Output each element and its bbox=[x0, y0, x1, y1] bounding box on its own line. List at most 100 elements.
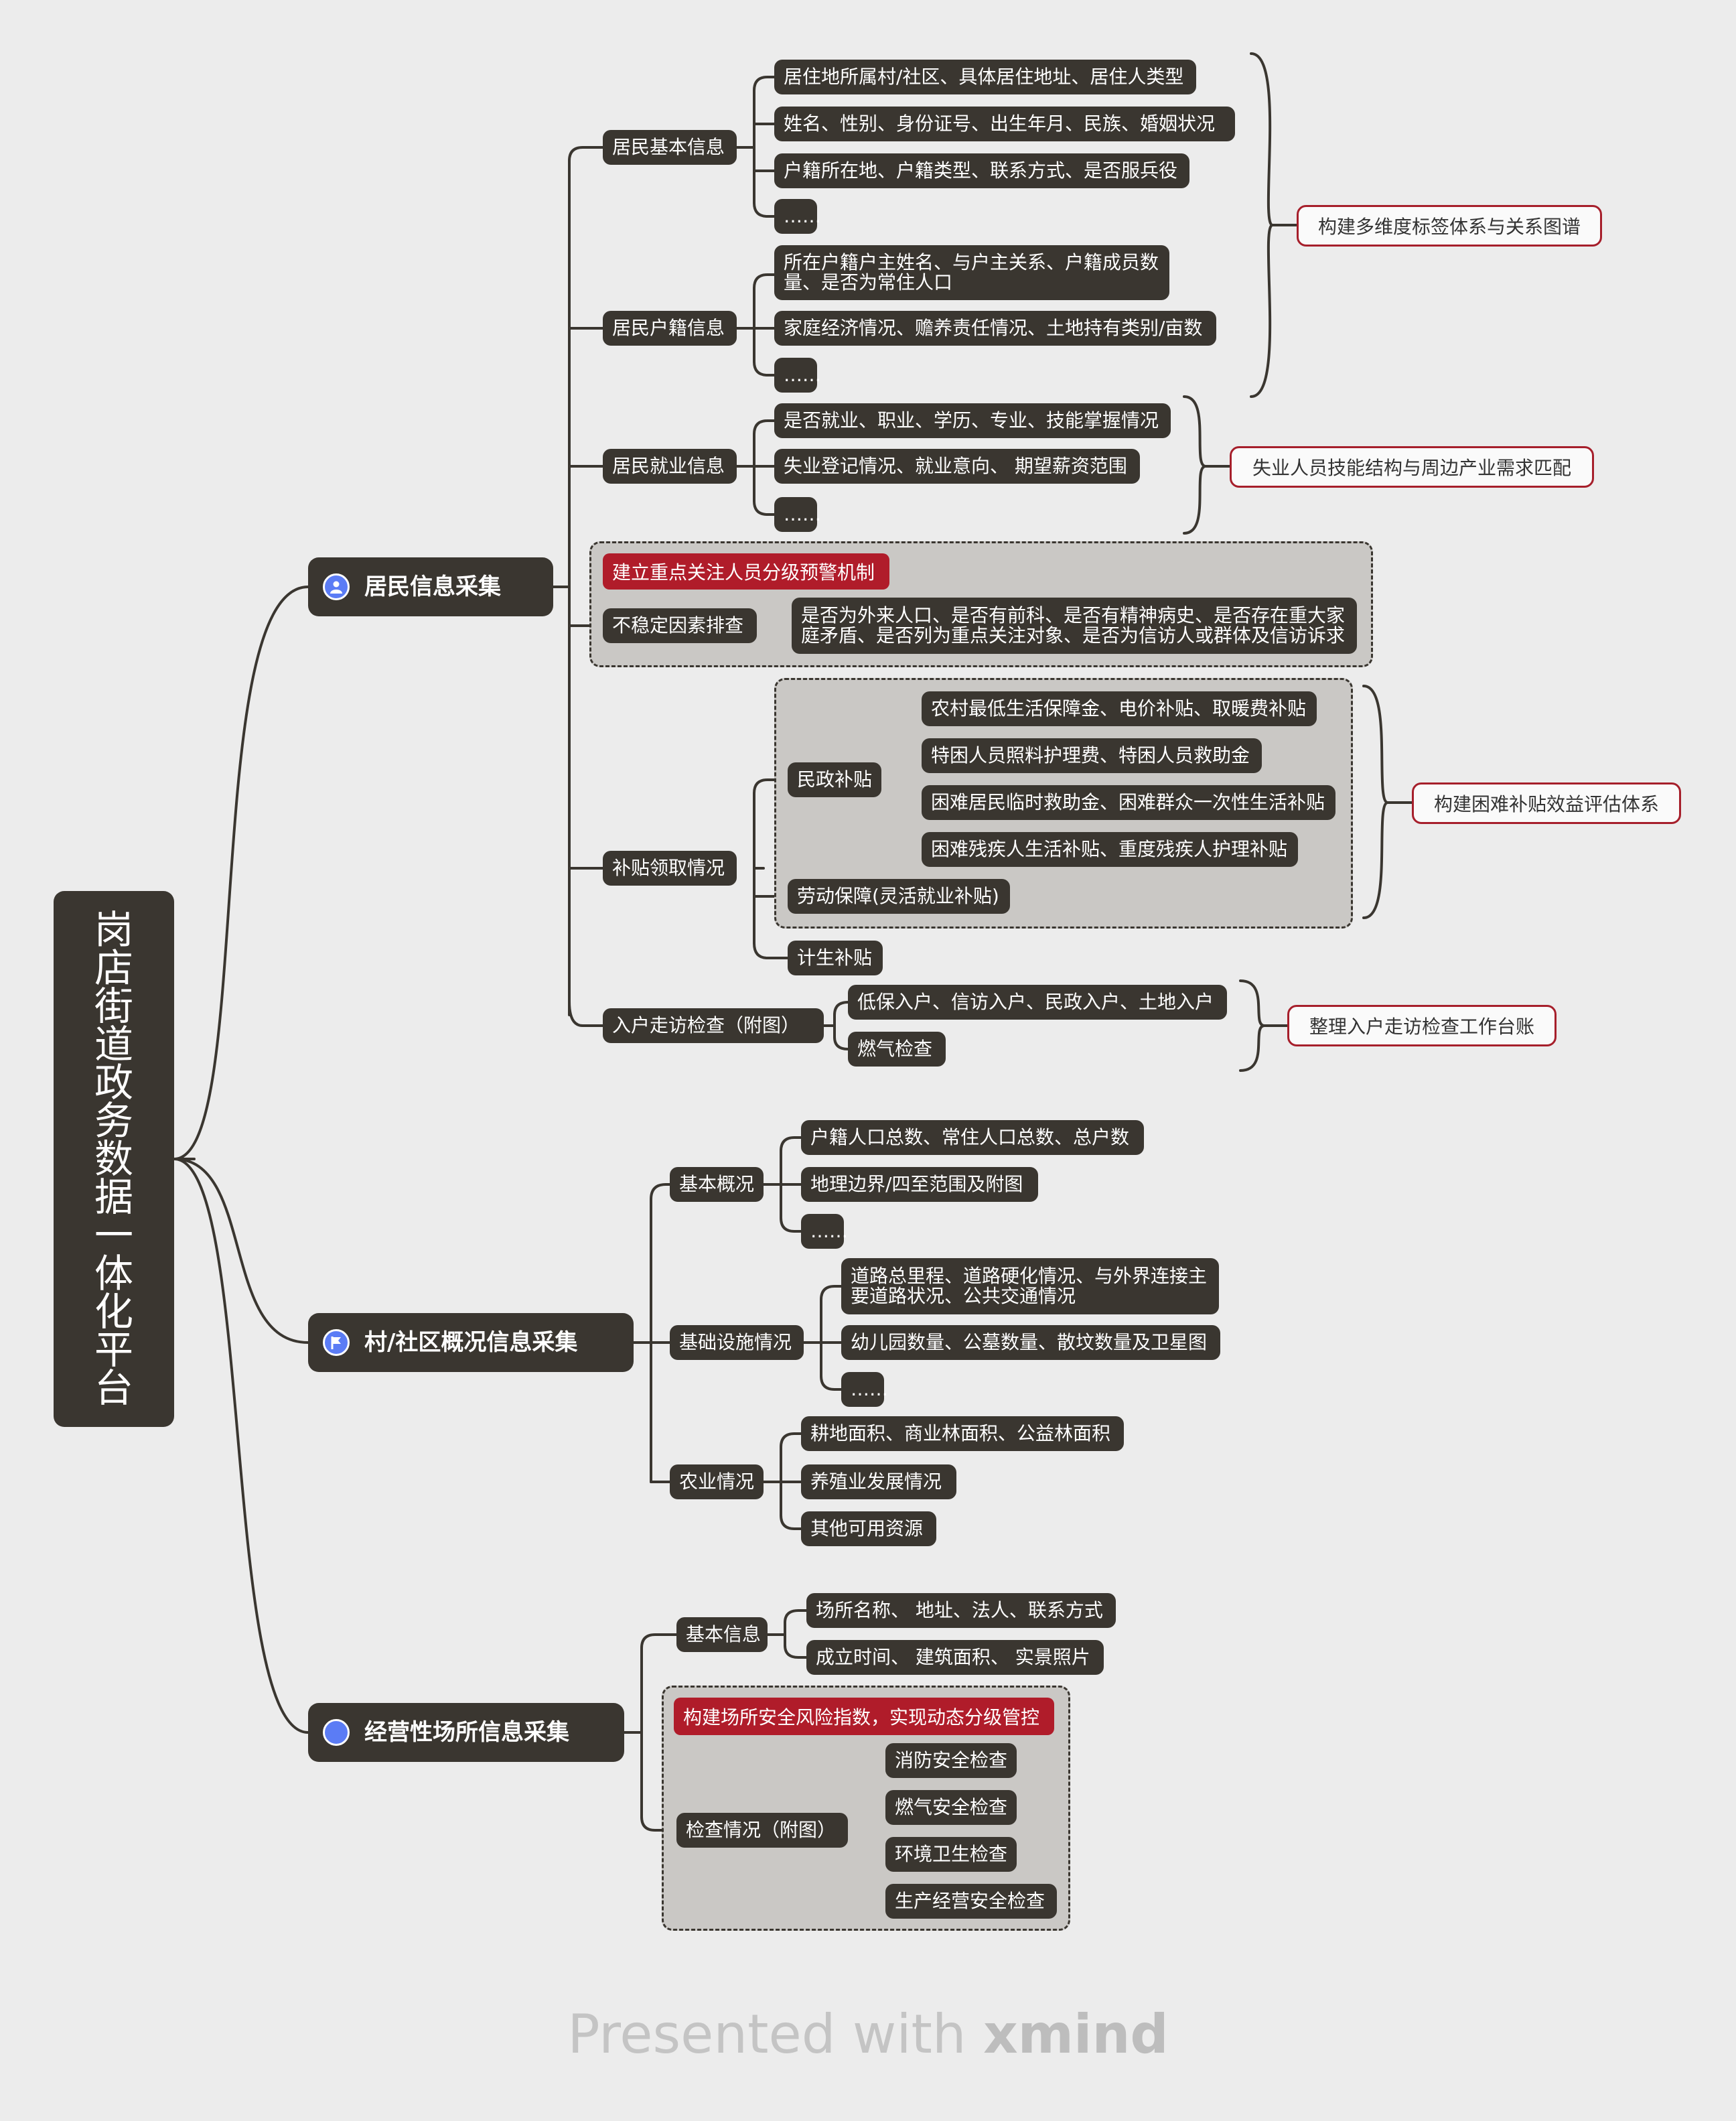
overview-item-3[interactable]: …… bbox=[801, 1214, 848, 1249]
household-item-3[interactable]: …… bbox=[774, 358, 821, 393]
civil-item-1[interactable]: 农村最低生活保障金、电价补贴、取暖费补贴 bbox=[922, 691, 1317, 726]
root-title-char: 数 bbox=[94, 1136, 133, 1182]
civil-item-3[interactable]: 困难居民临时救助金、困难群众一次性生活补贴 bbox=[922, 785, 1335, 820]
circle-icon bbox=[323, 1719, 350, 1746]
topic-label: 基本概况 bbox=[679, 1173, 755, 1195]
resident-household[interactable]: 居民户籍信息 bbox=[603, 311, 737, 346]
topic-label: 居民基本信息 bbox=[612, 136, 725, 158]
subsidy-labor[interactable]: 劳动保障(灵活就业补贴) bbox=[788, 879, 1010, 914]
inspection-note[interactable]: 构建场所安全风险指数，实现动态分级管控 bbox=[674, 1698, 1054, 1735]
overview-item-1[interactable]: 户籍人口总数、常住人口总数、总户数 bbox=[801, 1120, 1144, 1155]
basic-item-2[interactable]: 姓名、性别、身份证号、出生年月、民族、婚姻状况 bbox=[774, 107, 1235, 141]
topic-label: 姓名、性别、身份证号、出生年月、民族、婚姻状况 bbox=[784, 113, 1216, 135]
topic-label: 基础设施情况 bbox=[679, 1331, 792, 1353]
branch-resident[interactable]: 居民信息采集 bbox=[308, 557, 553, 616]
callout-subsidy-eval[interactable]: 构建困难补贴效益评估体系 bbox=[1412, 782, 1681, 824]
agri-item-3[interactable]: 其他可用资源 bbox=[801, 1511, 936, 1546]
visit-item-1[interactable]: 低保入户、信访入户、民政入户、土地入户 bbox=[848, 985, 1227, 1020]
resident-unstable[interactable]: 不稳定因素排查 bbox=[603, 608, 757, 643]
business-inspection[interactable]: 检查情况（附图） bbox=[676, 1813, 848, 1848]
unstable-detail[interactable]: 是否为外来人口、是否有前科、是否有精神病史、是否存在重大家庭矛盾、是否列为重点关… bbox=[792, 598, 1357, 654]
flag-icon bbox=[323, 1329, 350, 1356]
inspection-item-3[interactable]: 环境卫生检查 bbox=[885, 1837, 1017, 1872]
topic-label: …… bbox=[784, 205, 821, 227]
subsidy-family[interactable]: 计生补贴 bbox=[788, 941, 883, 975]
root-title-char: 台 bbox=[94, 1365, 133, 1411]
callout-label: 构建多维度标签体系与关系图谱 bbox=[1317, 216, 1581, 238]
infra-item-1[interactable]: 道路总里程、道路硬化情况、与外界连接主要道路状况、公共交通情况 bbox=[841, 1258, 1219, 1314]
root-title-char: 一 bbox=[94, 1212, 133, 1258]
agri-item-2[interactable]: 养殖业发展情况 bbox=[801, 1464, 956, 1499]
resident-subsidy[interactable]: 补贴领取情况 bbox=[603, 851, 737, 886]
callout-skills[interactable]: 失业人员技能结构与周边产业需求匹配 bbox=[1230, 446, 1594, 488]
basic-item-4[interactable]: …… bbox=[774, 199, 821, 234]
topic-label: 基本信息 bbox=[686, 1623, 762, 1645]
household-item-2[interactable]: 家庭经济情况、赡养责任情况、土地持有类别/亩数 bbox=[774, 311, 1216, 346]
topic-label: 养殖业发展情况 bbox=[810, 1470, 942, 1493]
presented-with-watermark: Presented with xmind bbox=[0, 2003, 1736, 2065]
topic-label: 居民就业信息 bbox=[612, 455, 725, 477]
root-topic[interactable]: 岗店街道政务数据一体化平台 bbox=[54, 891, 174, 1427]
topic-label: 困难居民临时救助金、困难群众一次性生活补贴 bbox=[931, 791, 1325, 813]
basic-item-1[interactable]: 居住地所属村/社区、具体居住地址、居住人类型 bbox=[774, 60, 1196, 94]
topic-label: 户籍所在地、户籍类型、联系方式、是否服兵役 bbox=[784, 159, 1178, 182]
callout-label: 整理入户走访检查工作台账 bbox=[1309, 1016, 1534, 1038]
watermark-prefix: Presented with bbox=[567, 2003, 984, 2065]
visit-item-2[interactable]: 燃气检查 bbox=[848, 1032, 946, 1067]
topic-label: 入户走访检查（附图） bbox=[612, 1014, 800, 1036]
employment-item-1[interactable]: 是否就业、职业、学历、专业、技能掌握情况 bbox=[774, 403, 1171, 438]
village-overview[interactable]: 基本概况 bbox=[670, 1167, 764, 1202]
employment-item-2[interactable]: 失业登记情况、就业意向、 期望薪资范围 bbox=[774, 449, 1140, 484]
village-agriculture[interactable]: 农业情况 bbox=[670, 1464, 764, 1499]
business-basic-item-1[interactable]: 场所名称、 地址、法人、联系方式 bbox=[806, 1593, 1116, 1628]
callout-tags[interactable]: 构建多维度标签体系与关系图谱 bbox=[1297, 205, 1602, 247]
household-item-1[interactable]: 所在户籍户主姓名、与户主关系、户籍成员数量、是否为常住人口 bbox=[774, 245, 1169, 300]
infra-item-3[interactable]: …… bbox=[841, 1372, 888, 1407]
callout-label: 构建困难补贴效益评估体系 bbox=[1433, 793, 1659, 815]
resident-basic[interactable]: 居民基本信息 bbox=[603, 130, 737, 165]
subsidy-civil[interactable]: 民政补贴 bbox=[788, 762, 881, 797]
topic-label: 地理边界/四至范围及附图 bbox=[810, 1173, 1023, 1195]
unstable-note[interactable]: 建立重点关注人员分级预警机制 bbox=[603, 553, 889, 590]
topic-label: 幼儿园数量、公墓数量、散坟数量及卫星图 bbox=[851, 1331, 1208, 1353]
topic-label: 补贴领取情况 bbox=[612, 857, 725, 879]
topic-label: …… bbox=[784, 364, 821, 386]
topic-label: 场所名称、 地址、法人、联系方式 bbox=[816, 1599, 1103, 1621]
topic-label: 燃气检查 bbox=[857, 1038, 933, 1060]
topic-label: 户籍人口总数、常住人口总数、总户数 bbox=[810, 1126, 1130, 1148]
topic-label: 农业情况 bbox=[679, 1470, 755, 1493]
topic-label: …… bbox=[851, 1378, 888, 1400]
civil-item-2[interactable]: 特困人员照料护理费、特困人员救助金 bbox=[922, 738, 1262, 773]
employment-item-3[interactable]: …… bbox=[774, 497, 821, 532]
agri-item-1[interactable]: 耕地面积、商业林面积、公益林面积 bbox=[801, 1416, 1124, 1451]
topic-label: 民政补贴 bbox=[797, 768, 873, 791]
topic-label: 居住地所属村/社区、具体居住地址、居住人类型 bbox=[784, 66, 1184, 88]
overview-item-2[interactable]: 地理边界/四至范围及附图 bbox=[801, 1167, 1038, 1202]
basic-item-3[interactable]: 户籍所在地、户籍类型、联系方式、是否服兵役 bbox=[774, 153, 1189, 188]
note-label: 构建场所安全风险指数，实现动态分级管控 bbox=[683, 1706, 1040, 1728]
topic-label: 耕地面积、商业林面积、公益林面积 bbox=[810, 1422, 1111, 1444]
topic-label: 其他可用资源 bbox=[810, 1517, 924, 1540]
callout-label: 失业人员技能结构与周边产业需求匹配 bbox=[1252, 457, 1571, 479]
civil-item-4[interactable]: 困难残疾人生活补贴、重度残疾人护理补贴 bbox=[922, 832, 1298, 867]
root-title-char: 政 bbox=[94, 1059, 133, 1105]
inspection-item-2[interactable]: 燃气安全检查 bbox=[885, 1790, 1017, 1825]
topic-label: 所在户籍户主姓名、与户主关系、户籍成员数量、是否为常住人口 bbox=[784, 251, 1159, 293]
business-basic[interactable]: 基本信息 bbox=[676, 1617, 768, 1652]
root-title-char: 据 bbox=[94, 1174, 133, 1220]
topic-label: …… bbox=[784, 503, 821, 525]
village-infrastructure[interactable]: 基础设施情况 bbox=[670, 1325, 804, 1360]
business-basic-item-2[interactable]: 成立时间、 建筑面积、 实景照片 bbox=[806, 1640, 1104, 1675]
topic-label: 计生补贴 bbox=[797, 947, 873, 969]
resident-visit[interactable]: 入户走访检查（附图） bbox=[603, 1008, 824, 1043]
callout-visit-ledger[interactable]: 整理入户走访检查工作台账 bbox=[1287, 1005, 1557, 1046]
inspection-item-1[interactable]: 消防安全检查 bbox=[885, 1743, 1017, 1778]
branch-label: 村/社区概况信息采集 bbox=[364, 1329, 578, 1356]
branch-business[interactable]: 经营性场所信息采集 bbox=[308, 1703, 624, 1762]
inspection-item-4[interactable]: 生产经营安全检查 bbox=[885, 1884, 1057, 1919]
infra-item-2[interactable]: 幼儿园数量、公墓数量、散坟数量及卫星图 bbox=[841, 1325, 1220, 1360]
branch-village[interactable]: 村/社区概况信息采集 bbox=[308, 1313, 634, 1372]
resident-employment[interactable]: 居民就业信息 bbox=[603, 449, 737, 484]
root-title-char: 务 bbox=[94, 1097, 133, 1144]
topic-label: 农村最低生活保障金、电价补贴、取暖费补贴 bbox=[931, 697, 1307, 720]
